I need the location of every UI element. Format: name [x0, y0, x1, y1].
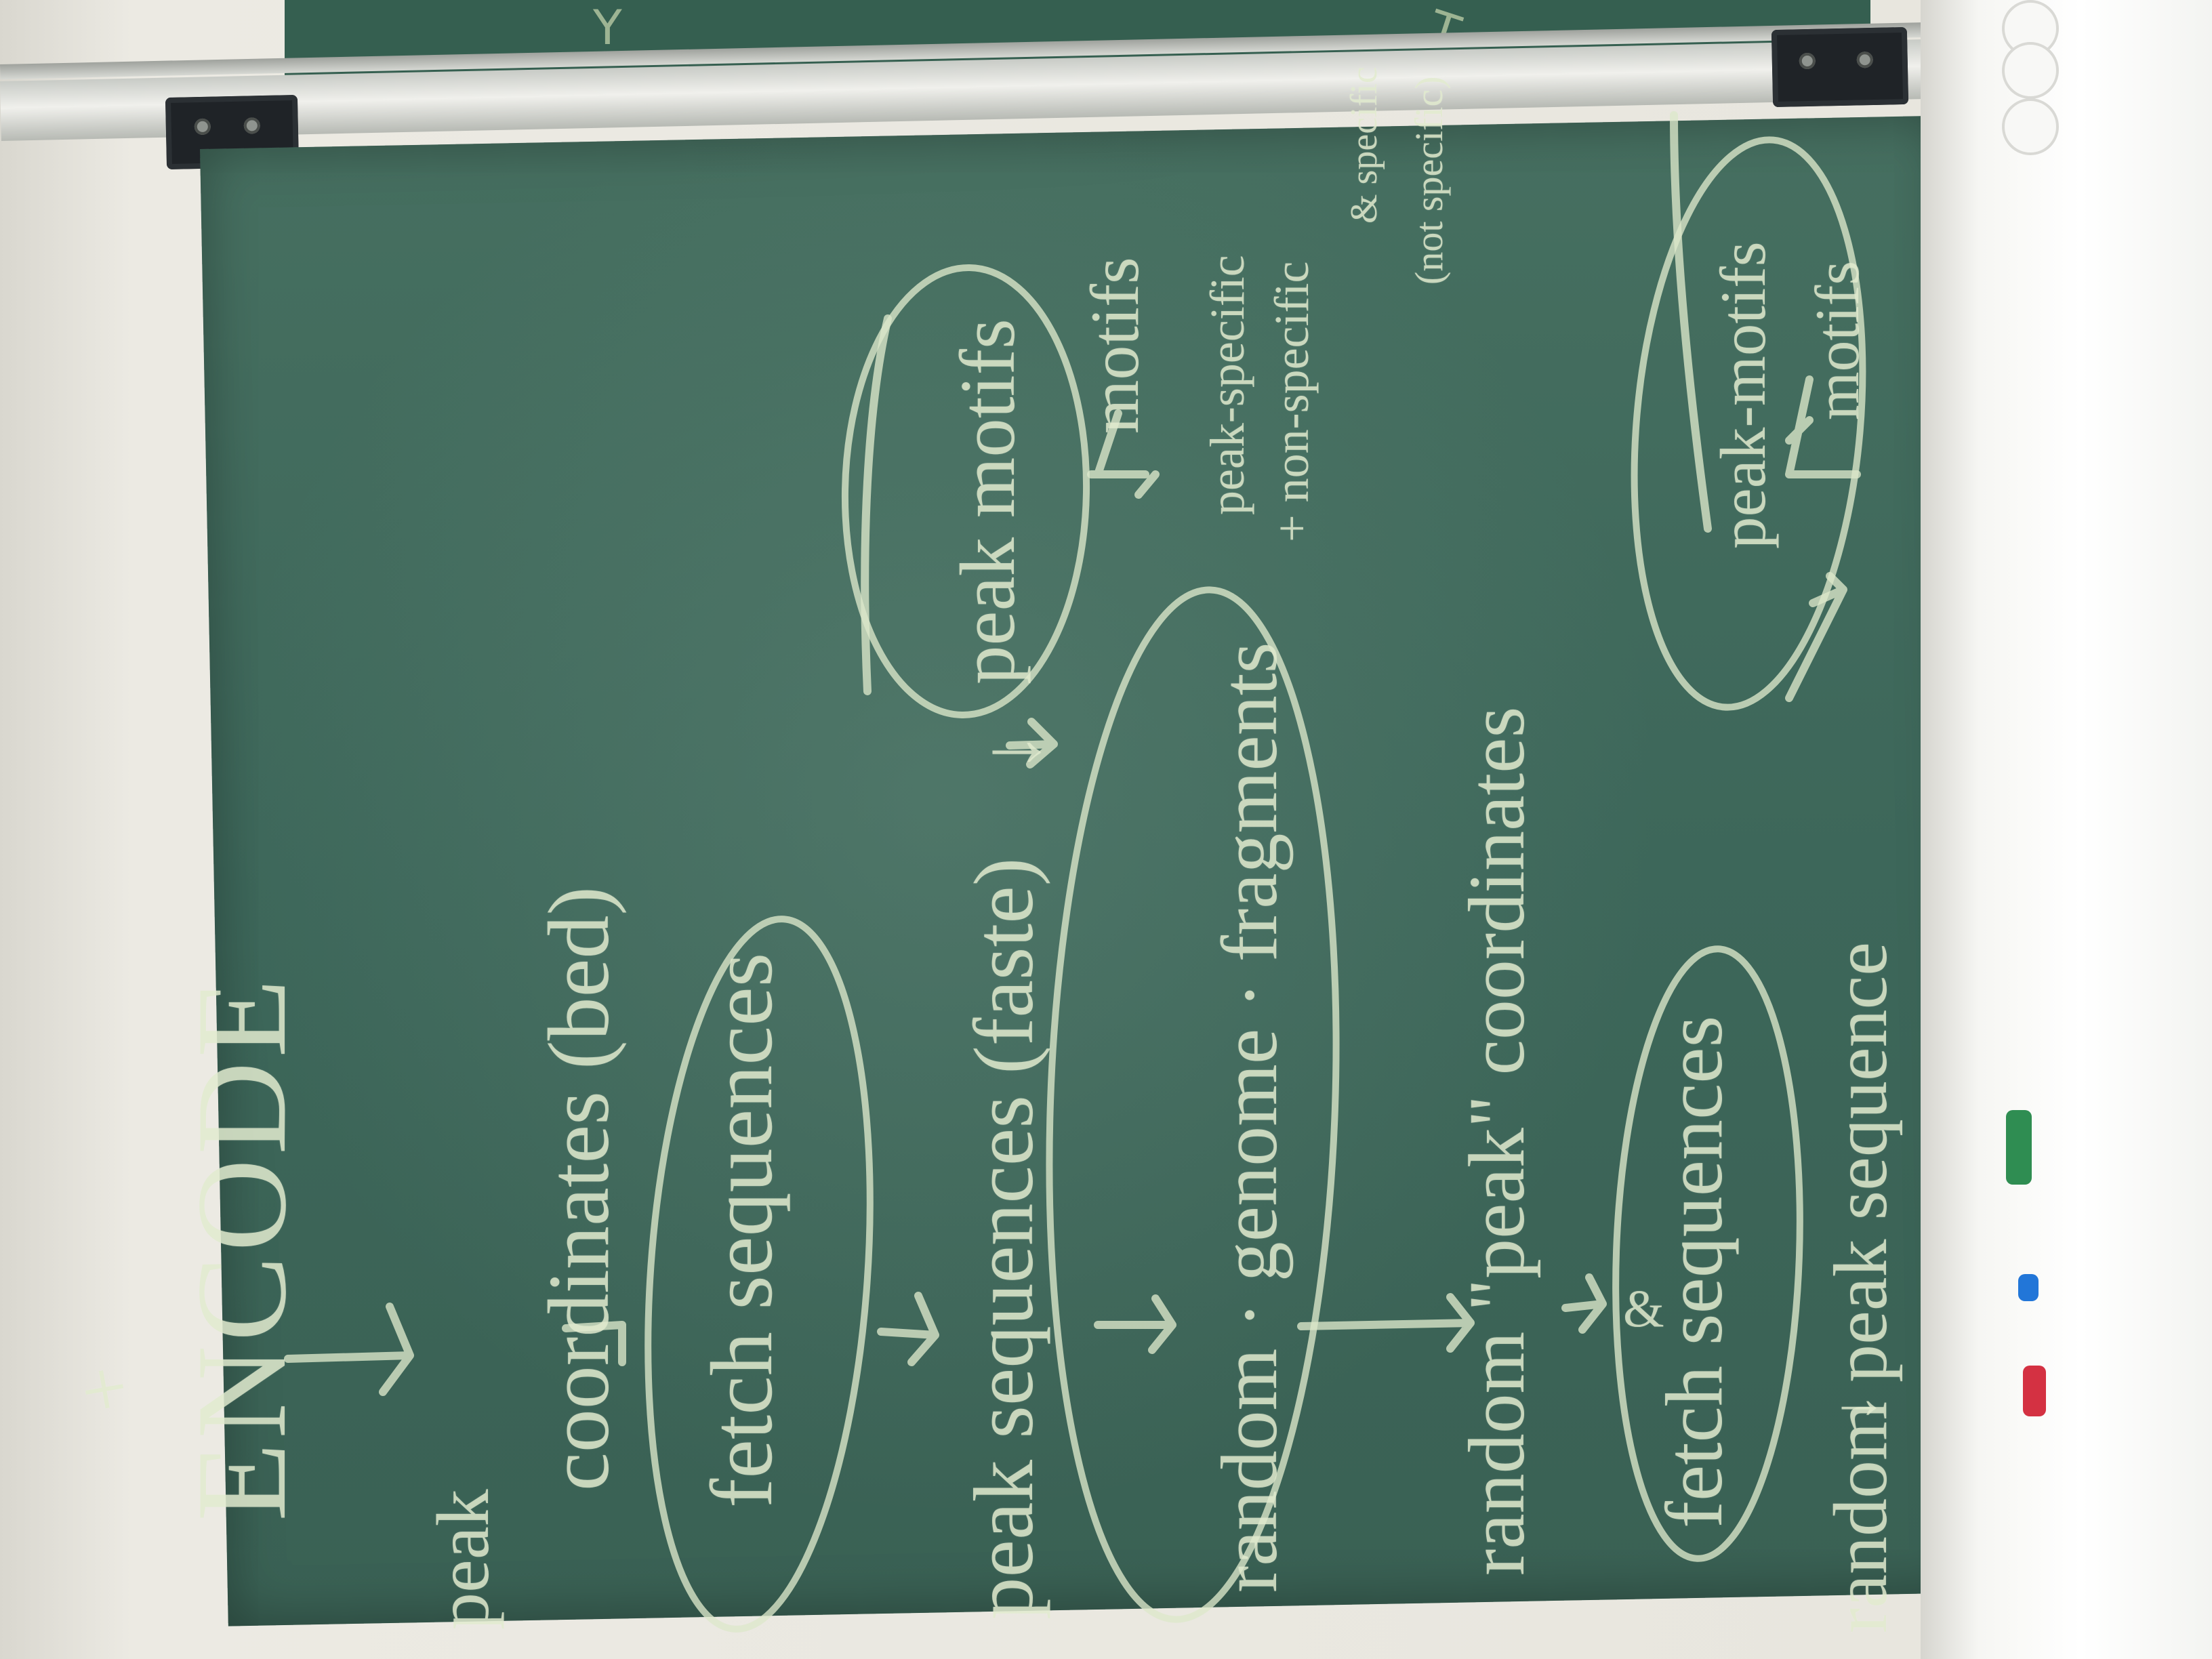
arrow-line [284, 1303, 414, 1396]
arrow-line [1087, 409, 1160, 499]
peak-label: peak [422, 1489, 504, 1630]
green-marker-icon [2006, 1110, 2032, 1185]
red-marker-icon [2023, 1366, 2046, 1416]
fetch-sequences-circle [644, 916, 874, 1633]
peak-coordinates-label: coordinates (bed) [531, 886, 627, 1491]
upper-board-fragment-1: Y [593, 0, 622, 56]
wall-outlet-icon [2002, 42, 2059, 99]
fetch-sequences-label: fetch sequences [693, 952, 791, 1508]
white-wall-panel [1921, 0, 2212, 1659]
arrow-line [562, 1321, 626, 1366]
peak-sequences-arrow-icon: → [976, 693, 1057, 783]
peak-sequences-label: peak sequences (faste) [958, 857, 1051, 1620]
peak-motifs-2-circle [1631, 136, 1866, 711]
peak-specific-label: peak-specific [1200, 255, 1254, 515]
peak-motifs-stem [861, 314, 892, 695]
encode-title: ENCODE [171, 975, 313, 1521]
right-margin-note-2: (not specific) [1407, 76, 1451, 285]
arrow-line [1785, 375, 1861, 478]
random-fragments-circle [1046, 586, 1340, 1623]
random-peak-coordinates-label: random "peak" coordinates [1452, 706, 1541, 1576]
ampersand-mark: & [1623, 1279, 1664, 1338]
random-genome-fragments-label: random · genome · fragments [1205, 642, 1294, 1593]
peak-motifs-label: peak motifs [945, 319, 1031, 684]
right-peak-stem [1670, 111, 1712, 533]
motifs-label: motifs [1077, 257, 1153, 434]
arrow-line [877, 1292, 939, 1366]
arrow-line [1561, 1273, 1607, 1334]
motifs-2-label: motifs [1803, 260, 1872, 420]
peak-motifs-2-label: peak-motifs [1707, 241, 1779, 549]
arrow-line [1785, 572, 1847, 702]
arrow-line [1094, 1294, 1176, 1354]
random-peak-sequence-label: random peak sequence [1819, 942, 1903, 1633]
wall-outlet-icon [2002, 98, 2059, 155]
random-sequence-arrow-icon: → [1830, 1366, 1888, 1431]
blue-marker-icon [2018, 1274, 2039, 1301]
arrow-line [1006, 718, 1058, 769]
fetch-sequences-2-circle [1612, 945, 1803, 1562]
non-specific-label: + non-specific [1265, 261, 1319, 542]
right-margin-note-1: & specific [1343, 66, 1385, 224]
arrow-line [1297, 1293, 1475, 1353]
fetch-sequences-2-label: fetch sequences [1649, 1015, 1739, 1528]
peak-motifs-circle [841, 264, 1090, 718]
